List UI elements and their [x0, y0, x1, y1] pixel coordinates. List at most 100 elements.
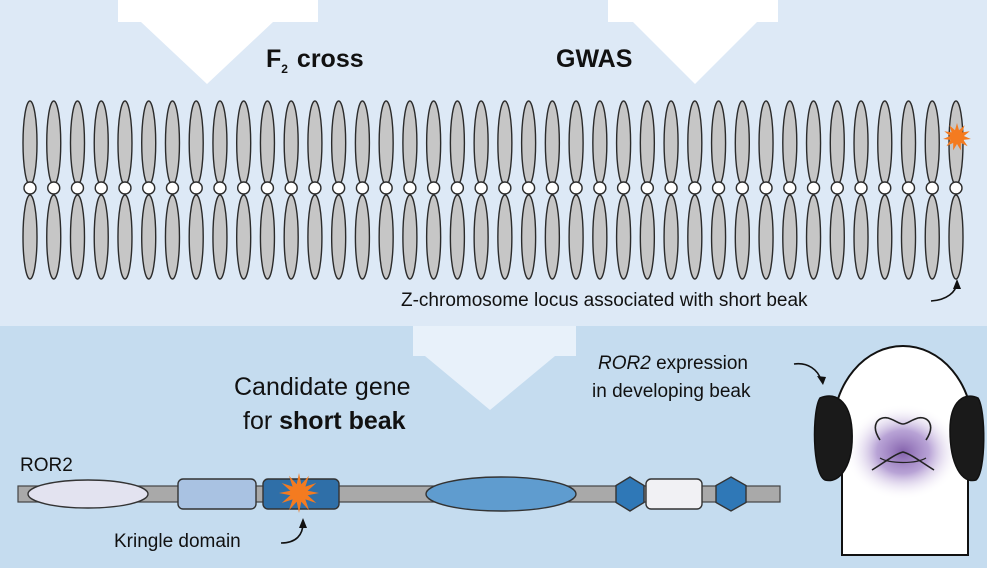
centromere: [759, 181, 773, 195]
chromosome-upper-arm: [758, 100, 774, 186]
chromosome-upper-arm: [425, 100, 442, 186]
centromere: [545, 181, 560, 195]
chromosome-lower-arm: [425, 194, 442, 280]
chromosome-upper-arm: [235, 100, 252, 186]
centromere: [165, 181, 180, 195]
embryo-head-icon: [813, 345, 985, 556]
centromere: [70, 181, 85, 195]
kinase-domain: [425, 476, 577, 512]
chromosome-lower-arm: [69, 194, 86, 280]
locus-star: [943, 123, 971, 151]
chromosome-lower-arm: [212, 194, 228, 280]
centromere: [379, 181, 393, 195]
chromosome-lower-arm: [853, 194, 869, 280]
chromosome-upper-arm: [378, 100, 394, 186]
chromosome-upper-arm: [520, 100, 537, 186]
gene-domains: [27, 476, 747, 512]
centromere: [142, 181, 156, 195]
chromosome-lower-arm: [164, 194, 181, 280]
gwas-label: GWAS: [556, 45, 633, 73]
chromosome: [924, 100, 940, 280]
chromosome-lower-arm: [354, 194, 371, 280]
chromosome-lower-arm: [710, 194, 727, 280]
centromere: [94, 181, 108, 195]
chromosome-lower-arm: [22, 194, 38, 280]
chromosome-upper-arm: [188, 100, 204, 186]
chromosome: [307, 100, 323, 280]
chromosome-lower-arm: [235, 194, 252, 280]
chromosome-upper-arm: [829, 100, 845, 186]
chromosome-lower-arm: [188, 194, 204, 280]
centromere: [735, 181, 750, 195]
centromere: [450, 181, 465, 195]
chromosome-upper-arm: [259, 100, 276, 186]
f2-rest: cross: [289, 45, 364, 73]
chromosome-lower-arm: [330, 194, 347, 280]
chromosome-lower-arm: [734, 194, 751, 280]
chromosome: [283, 100, 299, 280]
hexagon-domain-1: [615, 476, 645, 512]
chromosome-upper-arm: [283, 100, 299, 186]
chromosome-lower-arm: [117, 194, 133, 280]
chromosome-upper-arm: [853, 100, 869, 186]
chromosome: [402, 100, 418, 280]
chromosome-upper-arm: [877, 100, 893, 186]
candidate-label-line1: Candidate gene: [234, 373, 411, 401]
f2-letter: F: [266, 45, 282, 73]
centromere: [569, 181, 583, 195]
kringle-mutation-star: [279, 473, 319, 513]
chromosome-upper-arm: [473, 100, 489, 186]
chromosome-upper-arm: [568, 100, 584, 186]
chromosome-lower-arm: [805, 194, 822, 280]
centromere: [189, 181, 203, 195]
chromosome: [758, 100, 774, 280]
small-domain: [645, 478, 703, 510]
expression-word: expression: [650, 353, 748, 374]
expression-gene-name: ROR2: [598, 353, 651, 374]
chromosome-upper-arm: [687, 100, 703, 186]
chromosome-upper-arm: [164, 100, 181, 186]
chromosome: [520, 100, 537, 280]
centromere: [949, 181, 963, 195]
chromosome: [354, 100, 371, 280]
chromosome-upper-arm: [212, 100, 228, 186]
centromere: [236, 181, 251, 195]
chromosome-lower-arm: [782, 194, 798, 280]
chromosome-upper-arm: [402, 100, 418, 186]
centromere: [47, 181, 61, 195]
chromosome: [235, 100, 252, 280]
chromosome-row: [22, 100, 964, 280]
chromosome: [69, 100, 86, 280]
chromosome-upper-arm: [900, 100, 917, 186]
kringle-pointer-arrowhead: [299, 518, 307, 528]
chromosome: [687, 100, 703, 280]
chromosome-upper-arm: [307, 100, 323, 186]
chromosome-upper-arm: [663, 100, 679, 186]
chromosome-upper-arm: [615, 100, 632, 186]
chromosome: [663, 100, 679, 280]
chromosome-upper-arm: [330, 100, 347, 186]
expression-label-line2: in developing beak: [592, 381, 751, 402]
centromere: [521, 181, 536, 195]
chromosome-lower-arm: [544, 194, 561, 280]
chromosome: [141, 100, 157, 280]
chromosome-upper-arm: [710, 100, 727, 186]
centromere: [664, 181, 678, 195]
chromosome: [22, 100, 38, 280]
chromosome-lower-arm: [259, 194, 276, 280]
chromosome-upper-arm: [497, 100, 513, 186]
centromere: [474, 181, 488, 195]
chromosome-upper-arm: [924, 100, 940, 186]
chromosome-lower-arm: [283, 194, 299, 280]
chromosome: [853, 100, 869, 280]
chromosome: [497, 100, 513, 280]
chromosome: [782, 100, 798, 280]
chromosome-lower-arm: [402, 194, 418, 280]
chromosome-lower-arm: [378, 194, 394, 280]
chromosome: [473, 100, 489, 280]
gene-name-label: ROR2: [20, 455, 73, 476]
chromosome: [425, 100, 442, 280]
right-eye-icon: [949, 395, 985, 482]
expression-pointer-arrowhead: [817, 376, 826, 385]
